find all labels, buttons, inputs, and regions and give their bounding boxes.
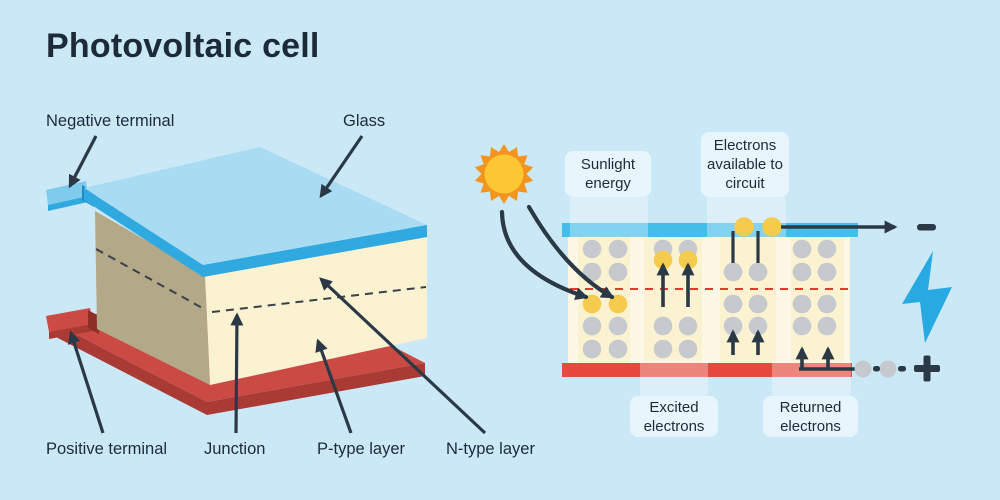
right-cell-cross-section bbox=[562, 197, 952, 398]
n-type-arrow bbox=[319, 277, 487, 435]
circuit-connector bbox=[854, 360, 906, 378]
cell-body bbox=[95, 211, 427, 385]
glass-arrow bbox=[319, 135, 364, 199]
label-returned-electrons: Returned electrons bbox=[763, 396, 858, 437]
positive-terminal-arrow bbox=[67, 330, 105, 434]
label-p-type-layer: P-type layer bbox=[317, 440, 406, 458]
page-title: Photovoltaic cell bbox=[46, 27, 320, 65]
label-negative-terminal: Negative terminal bbox=[46, 112, 175, 130]
electron-flow-arrows bbox=[656, 220, 898, 371]
sun-icon bbox=[474, 144, 534, 204]
label-electrons-available: Electrons available to circuit bbox=[701, 132, 789, 197]
label-sunlight-energy: Sunlight energy bbox=[565, 151, 651, 197]
minus-icon bbox=[917, 224, 936, 231]
label-excited-electrons: Excited electrons bbox=[630, 396, 718, 437]
label-highlight-bands bbox=[570, 197, 851, 398]
negative-terminal-arrow bbox=[68, 135, 98, 189]
junction-arrow bbox=[230, 312, 244, 434]
cell-side-face bbox=[95, 211, 210, 385]
left-label-arrows bbox=[67, 135, 487, 435]
positive-terminal-tab bbox=[46, 308, 93, 332]
glass-layer bbox=[46, 147, 427, 277]
label-positive-terminal: Positive terminal bbox=[46, 440, 168, 458]
label-glass: Glass bbox=[343, 112, 386, 130]
plus-icon bbox=[914, 355, 940, 382]
junction-dashed-line bbox=[95, 248, 427, 313]
cell-front-face bbox=[205, 237, 427, 385]
label-n-type-layer: N-type layer bbox=[446, 440, 535, 458]
sunlight-ray-arrows bbox=[499, 204, 615, 300]
label-junction: Junction bbox=[204, 440, 266, 458]
back-contact-bar bbox=[562, 363, 852, 377]
lightning-bolt-icon bbox=[902, 251, 952, 343]
p-type-arrow bbox=[315, 338, 353, 434]
